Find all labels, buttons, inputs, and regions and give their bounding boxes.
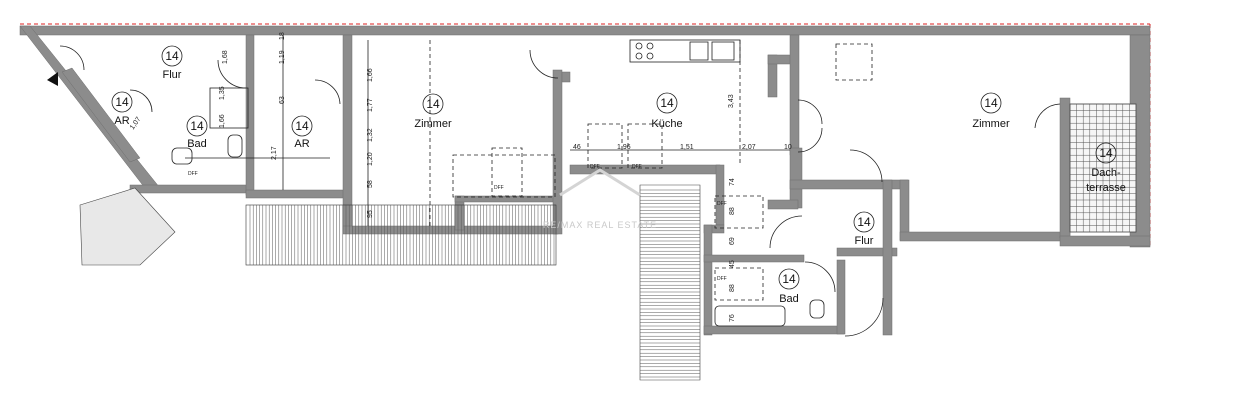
- dimension: 2,07: [742, 144, 756, 151]
- dff-label: DFF: [494, 185, 504, 191]
- dimension: 1,51: [680, 144, 694, 151]
- dimension: 1,77: [367, 98, 374, 112]
- doors: [59, 45, 1061, 337]
- watermark-text: RE/MAX REAL ESTATE: [543, 220, 657, 230]
- room-name: AR: [294, 138, 309, 150]
- dimension: 74: [729, 178, 736, 186]
- room-ar-2: 14 AR: [291, 115, 313, 150]
- room-name: Zimmer: [972, 118, 1010, 130]
- fixtures: [171, 35, 873, 327]
- room-number: 14: [782, 272, 796, 286]
- entry-marker: [47, 72, 58, 86]
- room-name: Flur: [163, 69, 182, 81]
- dimension: 76: [729, 314, 736, 322]
- balcony-area: [79, 184, 701, 381]
- room-dachterrasse: 14 Dach- terrasse: [1086, 142, 1126, 194]
- dimension: 88: [729, 207, 736, 215]
- dimension: 1,07: [129, 116, 143, 131]
- dimension: 45: [729, 260, 736, 268]
- dff-label: DFF: [590, 164, 600, 170]
- room-bad-2: 14 Bad: [778, 268, 800, 305]
- walls: [19, 25, 1151, 336]
- room-name: Zimmer: [414, 118, 452, 130]
- room-name: AR: [114, 115, 129, 127]
- room-flur-2: 14 Flur: [853, 211, 875, 247]
- dimension: 18: [279, 32, 286, 40]
- dimension: 63: [279, 96, 286, 104]
- watermark: RE/MAX REAL ESTATE: [543, 168, 657, 230]
- dachterrasse-grid: [1069, 103, 1137, 233]
- room-number: 14: [857, 215, 871, 229]
- room-number: 14: [190, 119, 204, 133]
- dimension: 3,43: [728, 94, 735, 108]
- room-flur-1: 14 Flur: [161, 45, 183, 81]
- room-name: Bad: [187, 138, 207, 150]
- room-bad-1: 14 Bad: [186, 115, 208, 150]
- room-number: 14: [426, 97, 440, 111]
- dimension: 10: [784, 144, 792, 151]
- room-ar-1: 14 AR: [111, 91, 133, 127]
- room-number: 14: [660, 96, 674, 110]
- room-name: Dach-: [1091, 167, 1121, 179]
- dimension: 2,17: [271, 146, 278, 160]
- dimension: 1,35: [219, 86, 226, 100]
- dimension: 1,20: [367, 152, 374, 166]
- dimension: 1,68: [222, 50, 229, 64]
- room-number: 14: [115, 95, 129, 109]
- dff-label: DFF: [717, 276, 727, 282]
- dimension: 1,66: [219, 114, 226, 128]
- dff-label: DFF: [188, 171, 198, 177]
- dimension: 1,66: [367, 68, 374, 82]
- room-number: 14: [984, 96, 998, 110]
- dimension: 46: [573, 144, 581, 151]
- dimension: 58: [367, 180, 374, 188]
- dimension: 1,32: [367, 128, 374, 142]
- room-number: 14: [165, 49, 179, 63]
- room-number: 14: [1099, 146, 1113, 160]
- room-zimmer-2: 14 Zimmer: [972, 92, 1010, 130]
- room-kueche: 14 Küche: [651, 92, 683, 130]
- dimension: 95: [367, 210, 374, 218]
- dimension: 1,96: [617, 144, 631, 151]
- room-zimmer-1: 14 Zimmer: [414, 93, 452, 130]
- dff-label: DFF: [717, 201, 727, 207]
- room-name: Bad: [779, 293, 799, 305]
- room-number: 14: [295, 119, 309, 133]
- dimension: 69: [729, 237, 736, 245]
- dimension: 88: [729, 284, 736, 292]
- dff-label: DFF: [632, 164, 642, 170]
- room-name: Flur: [855, 235, 874, 247]
- room-name: Küche: [651, 118, 682, 130]
- dimension: 1,19: [279, 50, 286, 64]
- room-name-line2: terrasse: [1086, 182, 1126, 194]
- room-labels: 14 Flur 14 AR 14 Bad 14 AR 14 Zimmer 14 …: [111, 45, 1126, 305]
- dff-labels: DFF DFF DFF DFF DFF DFF: [188, 164, 727, 282]
